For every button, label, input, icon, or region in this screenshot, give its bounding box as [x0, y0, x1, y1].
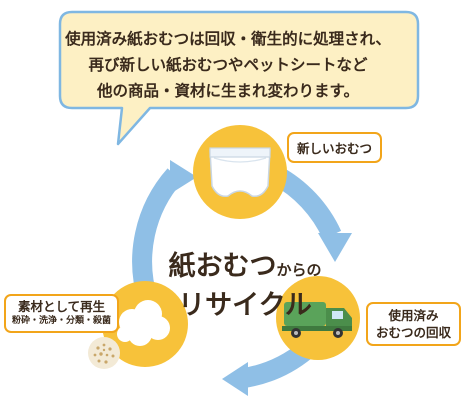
speech-bubble	[58, 10, 420, 146]
cotton-pulp-icon	[117, 300, 170, 346]
bubble-text: 使用済み紙おむつは回収・衛生的に処理され、 再び新しい紙おむつやペットシートなど…	[60, 26, 396, 104]
arrow-head-right	[318, 233, 352, 262]
label-recycle-title: 素材として再生	[17, 299, 106, 314]
garbage-truck-icon	[282, 302, 352, 338]
recycle-stage	[88, 281, 188, 369]
label-new-diaper: 新しいおむつ	[287, 132, 383, 163]
arrow-heads	[170, 160, 352, 396]
pellets-icon	[88, 337, 120, 369]
label-collection-line1: 使用済み	[388, 308, 439, 323]
center-title-line2: リサイクル	[178, 290, 312, 321]
label-collection: 使用済み おむつの回収	[366, 302, 461, 346]
new-diaper-stage	[193, 125, 287, 219]
center-title-main: 紙おむつ	[168, 251, 277, 282]
center-title-suffix: からの	[276, 261, 322, 279]
bubble-line-2: 再び新しい紙おむつやペットシートなど	[88, 56, 368, 74]
bubble-line-3: 他の商品・資材に生まれ変わります。	[97, 82, 359, 100]
collection-stage	[276, 276, 360, 360]
center-title: 紙おむつからの リサイクル	[150, 244, 340, 322]
label-new-diaper-text: 新しいおむつ	[297, 141, 373, 156]
diaper-icon	[209, 147, 271, 198]
label-recycle: 素材として再生 粉砕・洗浄・分類・殺菌	[4, 294, 120, 333]
label-recycle-sub: 粉砕・洗浄・分類・殺菌	[12, 316, 112, 326]
arrow-head-top	[170, 160, 197, 194]
bubble-line-1: 使用済み紙おむつは回収・衛生的に処理され、	[65, 30, 391, 48]
arrow-head-bottom	[222, 362, 248, 396]
label-collection-line2: おむつの回収	[376, 325, 452, 340]
arrow-bottom	[242, 342, 313, 388]
